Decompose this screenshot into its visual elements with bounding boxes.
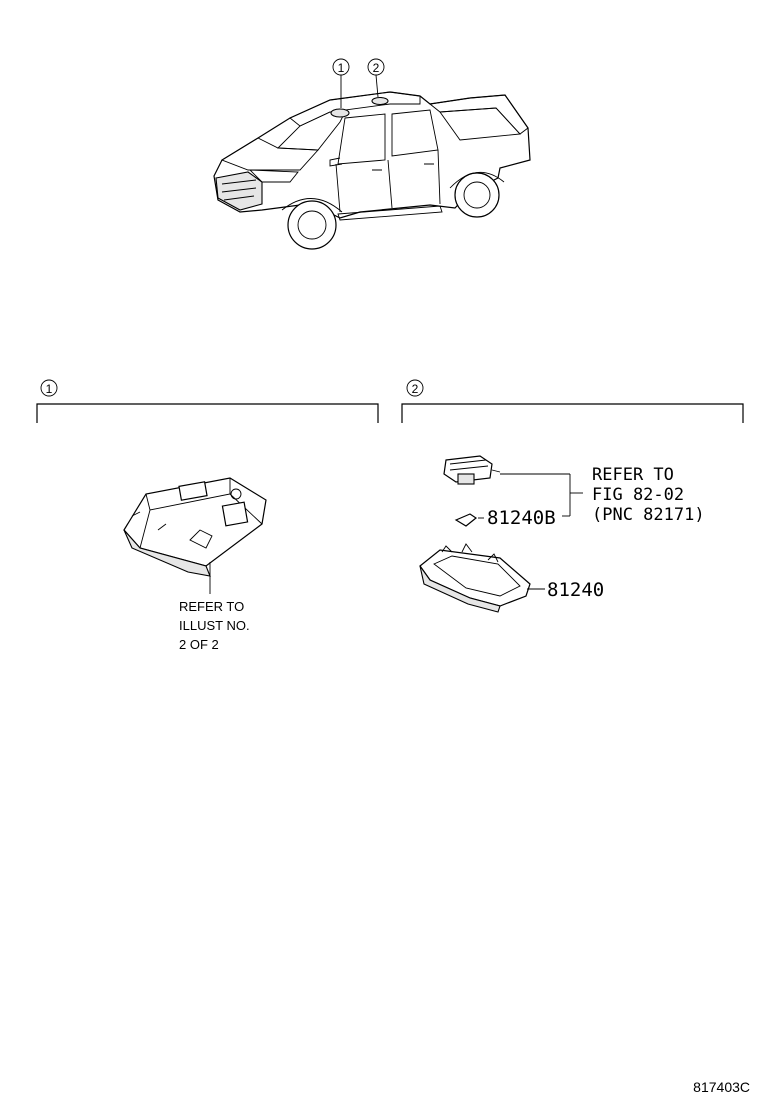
vehicle-callout-2: 2 — [367, 58, 385, 98]
section-2-bracket — [401, 403, 744, 423]
refer-line-2: FIG 82-02 — [592, 485, 684, 505]
lamp-socket-wire — [443, 455, 501, 485]
vehicle-callout-1-number: 1 — [338, 61, 345, 75]
bulb-81240b — [454, 513, 478, 527]
vehicle-callout-1: 1 — [332, 58, 350, 108]
figure-id: 817403C — [693, 1079, 750, 1095]
section-1-note-line-1: REFER TO — [179, 599, 244, 614]
section-1-note-line-3: 2 OF 2 — [179, 637, 219, 652]
section-1-note-line-2: ILLUST NO. — [179, 618, 250, 633]
lamp-housing-81240 — [419, 543, 531, 613]
section-1-number: 1 — [46, 382, 53, 396]
section-2: 2 REFER TO FIG 82-02 (PNC 82171) 81240B — [401, 379, 744, 613]
section-1-bracket — [36, 403, 379, 423]
vehicle-callout-2-number: 2 — [373, 61, 380, 75]
section-1: 1 REFER TO ILLUST NO. 2 OF 2 — [36, 379, 379, 652]
refer-line-3: (PNC 82171) — [592, 505, 705, 525]
part-number-81240b: 81240B — [487, 507, 556, 529]
pickup-truck-illustration — [213, 91, 531, 250]
part-number-81240: 81240 — [547, 579, 604, 601]
section-2-number: 2 — [412, 382, 419, 396]
refer-line-1: REFER TO — [592, 465, 674, 485]
overhead-console-assembly — [123, 477, 267, 577]
